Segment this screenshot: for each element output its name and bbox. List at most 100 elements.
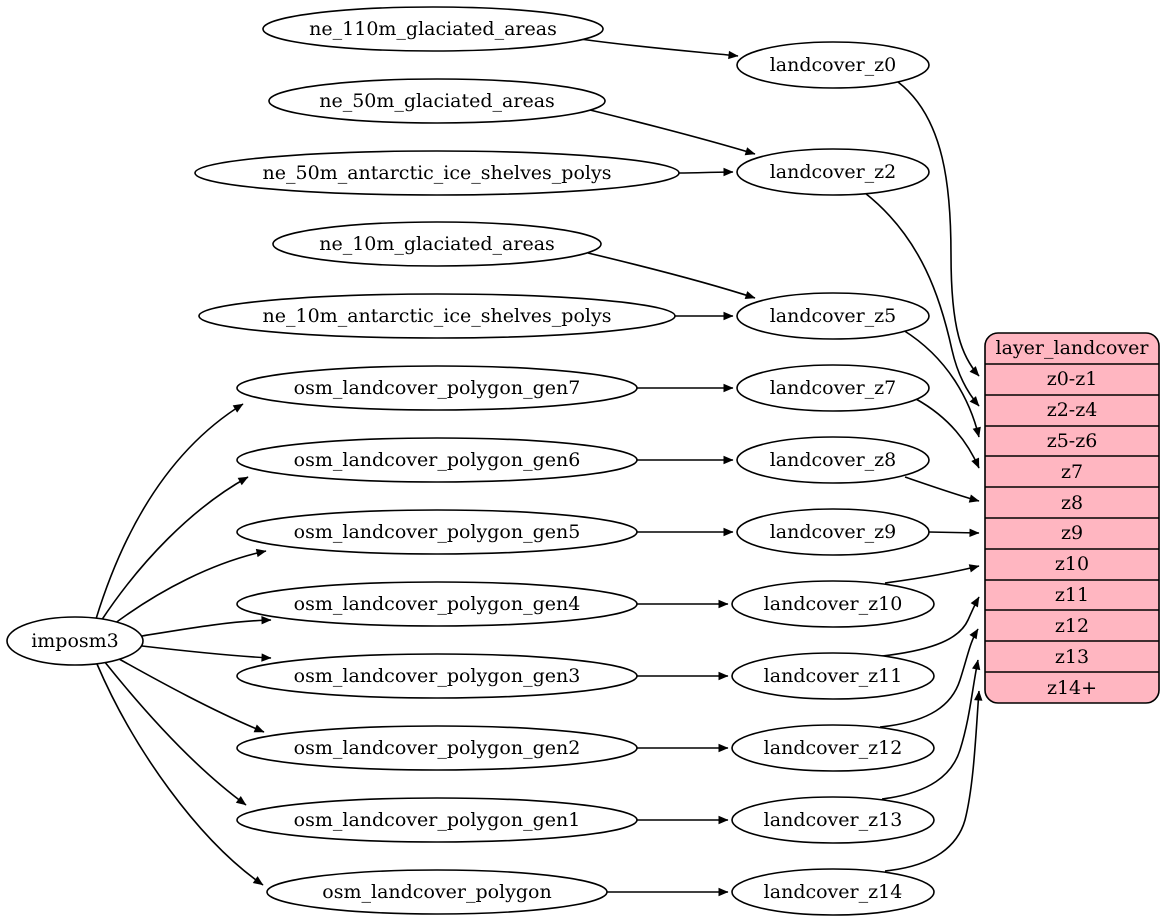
node-ellipse xyxy=(736,508,930,556)
node-ellipse xyxy=(236,365,638,411)
node-label: osm_landcover_polygon_gen4 xyxy=(294,593,581,615)
node-label: osm_landcover_polygon_gen5 xyxy=(294,521,581,543)
edge-landcover-z9-to-row-z9 xyxy=(928,528,980,538)
node-osm-landcover-polygon-gen4: osm_landcover_polygon_gen4 xyxy=(236,581,638,627)
node-label: landcover_z0 xyxy=(770,54,897,76)
edge-landcover-z2-to-row-z2-z4 xyxy=(864,192,980,407)
node-label: landcover_z7 xyxy=(770,377,897,399)
table-row-z14plus: z14+ xyxy=(1047,677,1097,699)
node-osm-landcover-polygon-gen7: osm_landcover_polygon_gen7 xyxy=(236,365,638,411)
node-ne-110m-glaciated-areas: ne_110m_glaciated_areas xyxy=(262,6,604,52)
node-ne-50m-antarctic-ice-shelves-polys: ne_50m_antarctic_ice_shelves_polys xyxy=(194,150,680,196)
node-label: osm_landcover_polygon_gen6 xyxy=(294,449,581,471)
node-landcover-z12: landcover_z12 xyxy=(731,724,935,772)
node-label: ne_10m_glaciated_areas xyxy=(319,233,555,255)
table-row-z11: z11 xyxy=(1055,584,1089,606)
table-row-z10: z10 xyxy=(1055,553,1089,575)
edge-ne-110m-glaciated-areas-to-landcover-z0 xyxy=(579,38,739,60)
table-layer-landcover: layer_landcover z0-z1 z2-z4 z5-z6 z7 z8 … xyxy=(984,332,1160,704)
node-ellipse xyxy=(236,725,638,771)
node-ellipse xyxy=(236,581,638,627)
node-osm-landcover-polygon-gen1: osm_landcover_polygon_gen1 xyxy=(236,797,638,843)
edge-landcover-z0-to-row-z0-z1 xyxy=(897,81,980,377)
node-ellipse xyxy=(736,292,930,340)
edges xyxy=(95,38,983,897)
table-title: layer_landcover xyxy=(996,337,1150,359)
edge-imposm3-to-gen4 xyxy=(141,616,272,637)
table-row-z13: z13 xyxy=(1055,646,1089,668)
node-osm-landcover-polygon-gen2: osm_landcover_polygon_gen2 xyxy=(236,725,638,771)
node-landcover-z13: landcover_z13 xyxy=(731,796,935,844)
node-landcover-z14: landcover_z14 xyxy=(731,868,935,916)
node-ellipse xyxy=(266,869,608,915)
node-ellipse xyxy=(236,797,638,843)
node-label: osm_landcover_polygon xyxy=(322,881,551,903)
table-row-z8: z8 xyxy=(1061,492,1083,514)
node-label: osm_landcover_polygon_gen1 xyxy=(294,809,581,831)
node-ellipse xyxy=(731,580,935,628)
node-ellipse xyxy=(731,868,935,916)
node-ellipse xyxy=(6,616,144,666)
node-landcover-z8: landcover_z8 xyxy=(736,436,930,484)
node-label: landcover_z11 xyxy=(764,665,903,687)
edge-imposm3-to-gen1 xyxy=(103,660,247,806)
node-label: landcover_z2 xyxy=(770,161,897,183)
table-row-z7: z7 xyxy=(1061,461,1083,483)
table-row-z12: z12 xyxy=(1055,615,1089,637)
node-label: ne_50m_glaciated_areas xyxy=(319,90,555,112)
node-osm-landcover-polygon-gen3: osm_landcover_polygon_gen3 xyxy=(236,653,638,699)
node-ellipse xyxy=(262,6,604,52)
table-row-z0-z1: z0-z1 xyxy=(1047,368,1098,390)
node-ellipse xyxy=(198,293,676,339)
node-ellipse xyxy=(236,509,638,555)
table-row-z9: z9 xyxy=(1061,522,1083,544)
node-landcover-z9: landcover_z9 xyxy=(736,508,930,556)
node-label: landcover_z10 xyxy=(764,593,903,615)
edge-landcover-z14-to-row-z14plus xyxy=(884,690,983,872)
node-ellipse xyxy=(736,41,930,89)
edge-ne-50m-antarctic-ice-shelves-polys-to-landcover-z2 xyxy=(678,167,734,177)
node-ellipse xyxy=(731,724,935,772)
edge-landcover-z7-to-row-z7 xyxy=(915,398,980,469)
node-label: landcover_z5 xyxy=(770,305,897,327)
node-imposm3: imposm3 xyxy=(6,616,144,666)
edge-imposm3-to-gen7 xyxy=(95,403,244,620)
node-landcover-z2: landcover_z2 xyxy=(736,148,930,196)
edge-landcover-z5-to-row-z5-z6 xyxy=(902,329,981,438)
table-row-z5-z6: z5-z6 xyxy=(1047,430,1098,452)
node-ellipse xyxy=(268,78,606,124)
node-label: ne_50m_antarctic_ice_shelves_polys xyxy=(263,162,612,184)
node-label: osm_landcover_polygon_gen3 xyxy=(294,665,581,687)
node-ellipse xyxy=(731,652,935,700)
node-ellipse xyxy=(194,150,680,196)
node-label: osm_landcover_polygon_gen7 xyxy=(294,377,581,399)
edge-landcover-z12-to-row-z12 xyxy=(879,628,979,728)
node-ellipse xyxy=(736,364,930,412)
node-label: imposm3 xyxy=(31,630,119,652)
edge-imposm3-to-gen5 xyxy=(109,548,267,628)
node-ellipse xyxy=(736,436,930,484)
node-ellipse xyxy=(272,221,602,267)
node-osm-landcover-polygon-gen6: osm_landcover_polygon_gen6 xyxy=(236,437,638,483)
node-ellipse xyxy=(731,796,935,844)
edge-imposm3-to-gen2 xyxy=(111,654,265,733)
node-ne-10m-antarctic-ice-shelves-polys: ne_10m_antarctic_ice_shelves_polys xyxy=(198,293,676,339)
node-landcover-z7: landcover_z7 xyxy=(736,364,930,412)
node-ellipse xyxy=(236,653,638,699)
edge-imposm3-to-gen6 xyxy=(100,476,249,622)
node-label: osm_landcover_polygon_gen2 xyxy=(294,737,581,759)
node-osm-landcover-polygon: osm_landcover_polygon xyxy=(266,869,608,915)
node-landcover-z5: landcover_z5 xyxy=(736,292,930,340)
edge-landcover-z8-to-row-z8 xyxy=(904,476,980,503)
edge-landcover-z10-to-row-z10 xyxy=(884,564,980,584)
node-label: landcover_z8 xyxy=(770,449,897,471)
edge-ne-10m-glaciated-areas-to-landcover-z5 xyxy=(587,252,756,300)
node-label: ne_10m_antarctic_ice_shelves_polys xyxy=(263,305,612,327)
node-label: landcover_z13 xyxy=(764,809,903,831)
node-landcover-z11: landcover_z11 xyxy=(731,652,935,700)
node-label: landcover_z9 xyxy=(770,521,897,543)
node-ne-10m-glaciated-areas: ne_10m_glaciated_areas xyxy=(272,221,602,267)
node-landcover-z10: landcover_z10 xyxy=(731,580,935,628)
